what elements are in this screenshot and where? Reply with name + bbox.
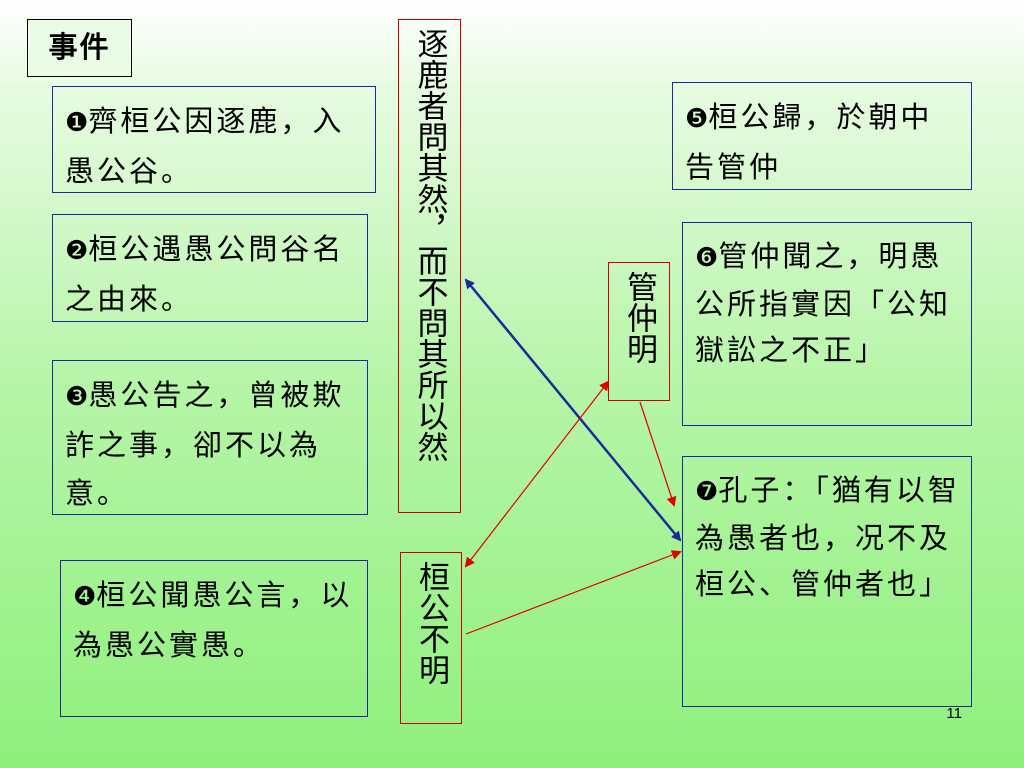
event-box-6: ❻管仲聞之，明愚公所指實因「公知獄訟之不正」 bbox=[682, 222, 972, 426]
event-box-1: ❶齊桓公因逐鹿，入愚公谷。 bbox=[52, 86, 376, 193]
event-box-2: ❷桓公遇愚公問谷名之由來。 bbox=[52, 214, 368, 322]
event-number: ❷ bbox=[65, 236, 89, 266]
event-box-7: ❼孔子：「猶有以智為愚者也，况不及桓公、管仲者也」 bbox=[682, 456, 972, 707]
event-number: ❻ bbox=[695, 243, 719, 273]
vertical-label-huangong: 桓公不明 bbox=[400, 552, 462, 724]
event-number: ❺ bbox=[685, 104, 709, 134]
event-text: 齊桓公因逐鹿，入愚公谷。 bbox=[65, 104, 345, 188]
event-text: 愚公告之，曾被欺詐之事，卻不以為意。 bbox=[65, 378, 345, 510]
page-number: 11 bbox=[946, 705, 962, 722]
event-box-4: ❹桓公聞愚公言，以為愚公實愚。 bbox=[60, 560, 368, 717]
event-number: ❹ bbox=[73, 582, 97, 612]
event-box-5: ❺桓公歸，於朝中告管仲 bbox=[672, 82, 972, 190]
event-text: 孔子：「猶有以智為愚者也，况不及桓公、管仲者也」 bbox=[695, 473, 960, 601]
event-number: ❶ bbox=[65, 108, 89, 138]
event-number: ❼ bbox=[695, 477, 719, 507]
event-text: 桓公遇愚公問谷名之由來。 bbox=[65, 232, 345, 316]
section-title: 事件 bbox=[27, 19, 132, 77]
red-arrow-huangong-to-guanzhong bbox=[464, 380, 610, 568]
event-number: ❸ bbox=[65, 382, 89, 412]
event-text: 管仲聞之，明愚公所指實因「公知獄訟之不正」 bbox=[695, 239, 952, 367]
vertical-label-question: 逐鹿者問其然，而不問其所以然 bbox=[398, 19, 461, 513]
event-box-3: ❸愚公告之，曾被欺詐之事，卻不以為意。 bbox=[52, 360, 368, 515]
event-text: 桓公聞愚公言，以為愚公實愚。 bbox=[73, 578, 353, 662]
event-text: 桓公歸，於朝中告管仲 bbox=[685, 100, 933, 184]
blue-double-arrow bbox=[464, 278, 682, 542]
red-arrow-guanzhong-to-confucius bbox=[639, 401, 677, 507]
red-arrow-huangong-to-confucius bbox=[465, 550, 682, 635]
